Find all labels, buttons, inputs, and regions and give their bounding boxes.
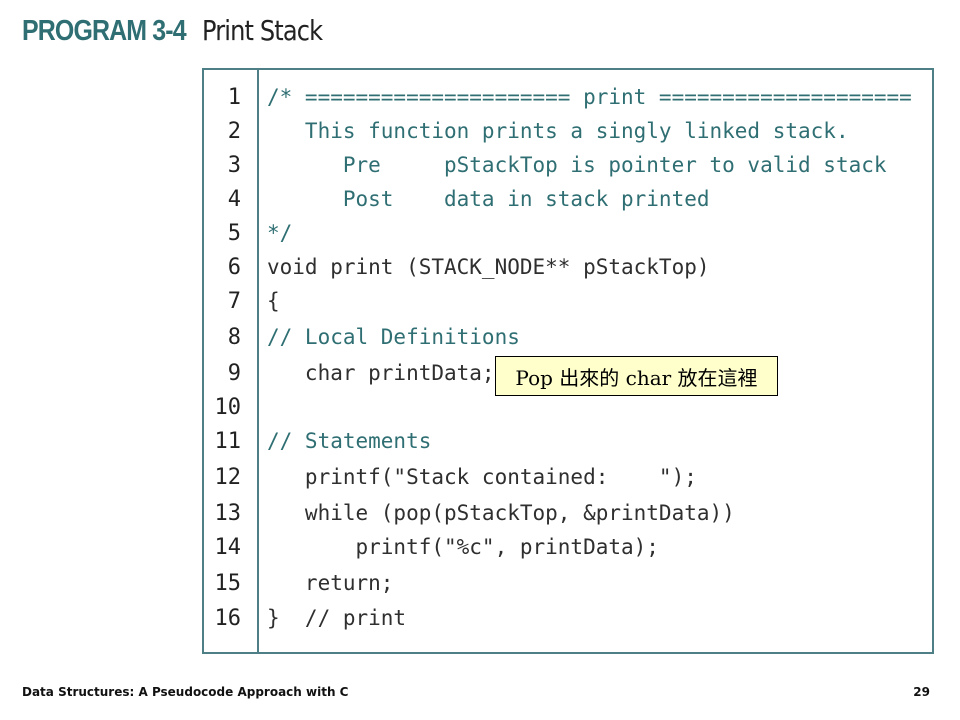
code-line: 5 */: [204, 216, 932, 250]
code-line: 6 void print (STACK_NODE** pStackTop): [204, 250, 932, 284]
line-number: 12: [214, 464, 242, 490]
code-text: // Local Definitions: [267, 324, 520, 349]
code-line: 15 return;: [204, 566, 932, 600]
code-text: // Statements: [267, 428, 432, 453]
code-line: 3 Pre pStackTop is pointer to valid stac…: [204, 148, 932, 182]
page-number: 29: [913, 685, 930, 699]
code-line: 16 } // print: [204, 601, 932, 635]
code-text: */: [267, 220, 293, 245]
line-number: 2: [227, 118, 241, 144]
line-number: 14: [214, 534, 242, 560]
code-text: void print (STACK_NODE** pStackTop): [267, 254, 710, 279]
code-line: 11 // Statements: [204, 424, 932, 458]
program-header: PROGRAM 3-4 Print Stack: [22, 14, 342, 54]
code-text: while (pop(pStackTop, &printData)): [267, 500, 735, 525]
code-text: Pre pStackTop is pointer to valid stack: [267, 152, 887, 177]
program-label: PROGRAM 3-4: [22, 15, 187, 47]
footer-book-title: Data Structures: A Pseudocode Approach w…: [22, 685, 349, 699]
line-number: 1: [227, 84, 241, 110]
code-line: 7 {: [204, 284, 932, 318]
line-number: 16: [214, 605, 242, 631]
code-text: } // print: [267, 605, 407, 630]
code-text: Post data in stack printed: [267, 186, 710, 211]
code-text: printf("%c", printData);: [267, 534, 659, 559]
code-listing: 1 /* ===================== print =======…: [202, 68, 934, 654]
code-text: char printData;: [267, 360, 495, 385]
code-text: printf("Stack contained: ");: [267, 464, 697, 489]
code-text: return;: [267, 570, 394, 595]
code-line: 12 printf("Stack contained: ");: [204, 460, 932, 494]
code-line: 1 /* ===================== print =======…: [204, 80, 932, 114]
code-text: /* ===================== print =========…: [267, 84, 912, 109]
code-text: This function prints a singly linked sta…: [267, 118, 849, 143]
program-title: Print Stack: [202, 14, 323, 47]
code-line: 4 Post data in stack printed: [204, 182, 932, 216]
line-number: 7: [227, 288, 241, 314]
line-number: 6: [227, 254, 241, 280]
pop-char-annotation: Pop 出來的 char 放在這裡: [495, 356, 778, 396]
line-number: 11: [214, 428, 242, 454]
line-number: 10: [214, 394, 242, 420]
code-line: 8 // Local Definitions: [204, 320, 932, 354]
line-number: 15: [214, 570, 242, 596]
code-line: 14 printf("%c", printData);: [204, 530, 932, 564]
line-number: 4: [227, 186, 241, 212]
code-line: 2 This function prints a singly linked s…: [204, 114, 932, 148]
code-line: 9 char printData;: [204, 356, 932, 390]
frame-right-gap: [928, 314, 932, 392]
line-number: 3: [227, 152, 241, 178]
line-number-gutter: [204, 70, 259, 652]
line-number: 8: [227, 324, 241, 350]
line-number: 9: [227, 360, 241, 386]
code-line: 13 while (pop(pStackTop, &printData)): [204, 496, 932, 530]
code-text: {: [267, 288, 280, 313]
line-number: 5: [227, 220, 241, 246]
code-line: 10: [204, 390, 932, 424]
line-number: 13: [214, 500, 242, 526]
